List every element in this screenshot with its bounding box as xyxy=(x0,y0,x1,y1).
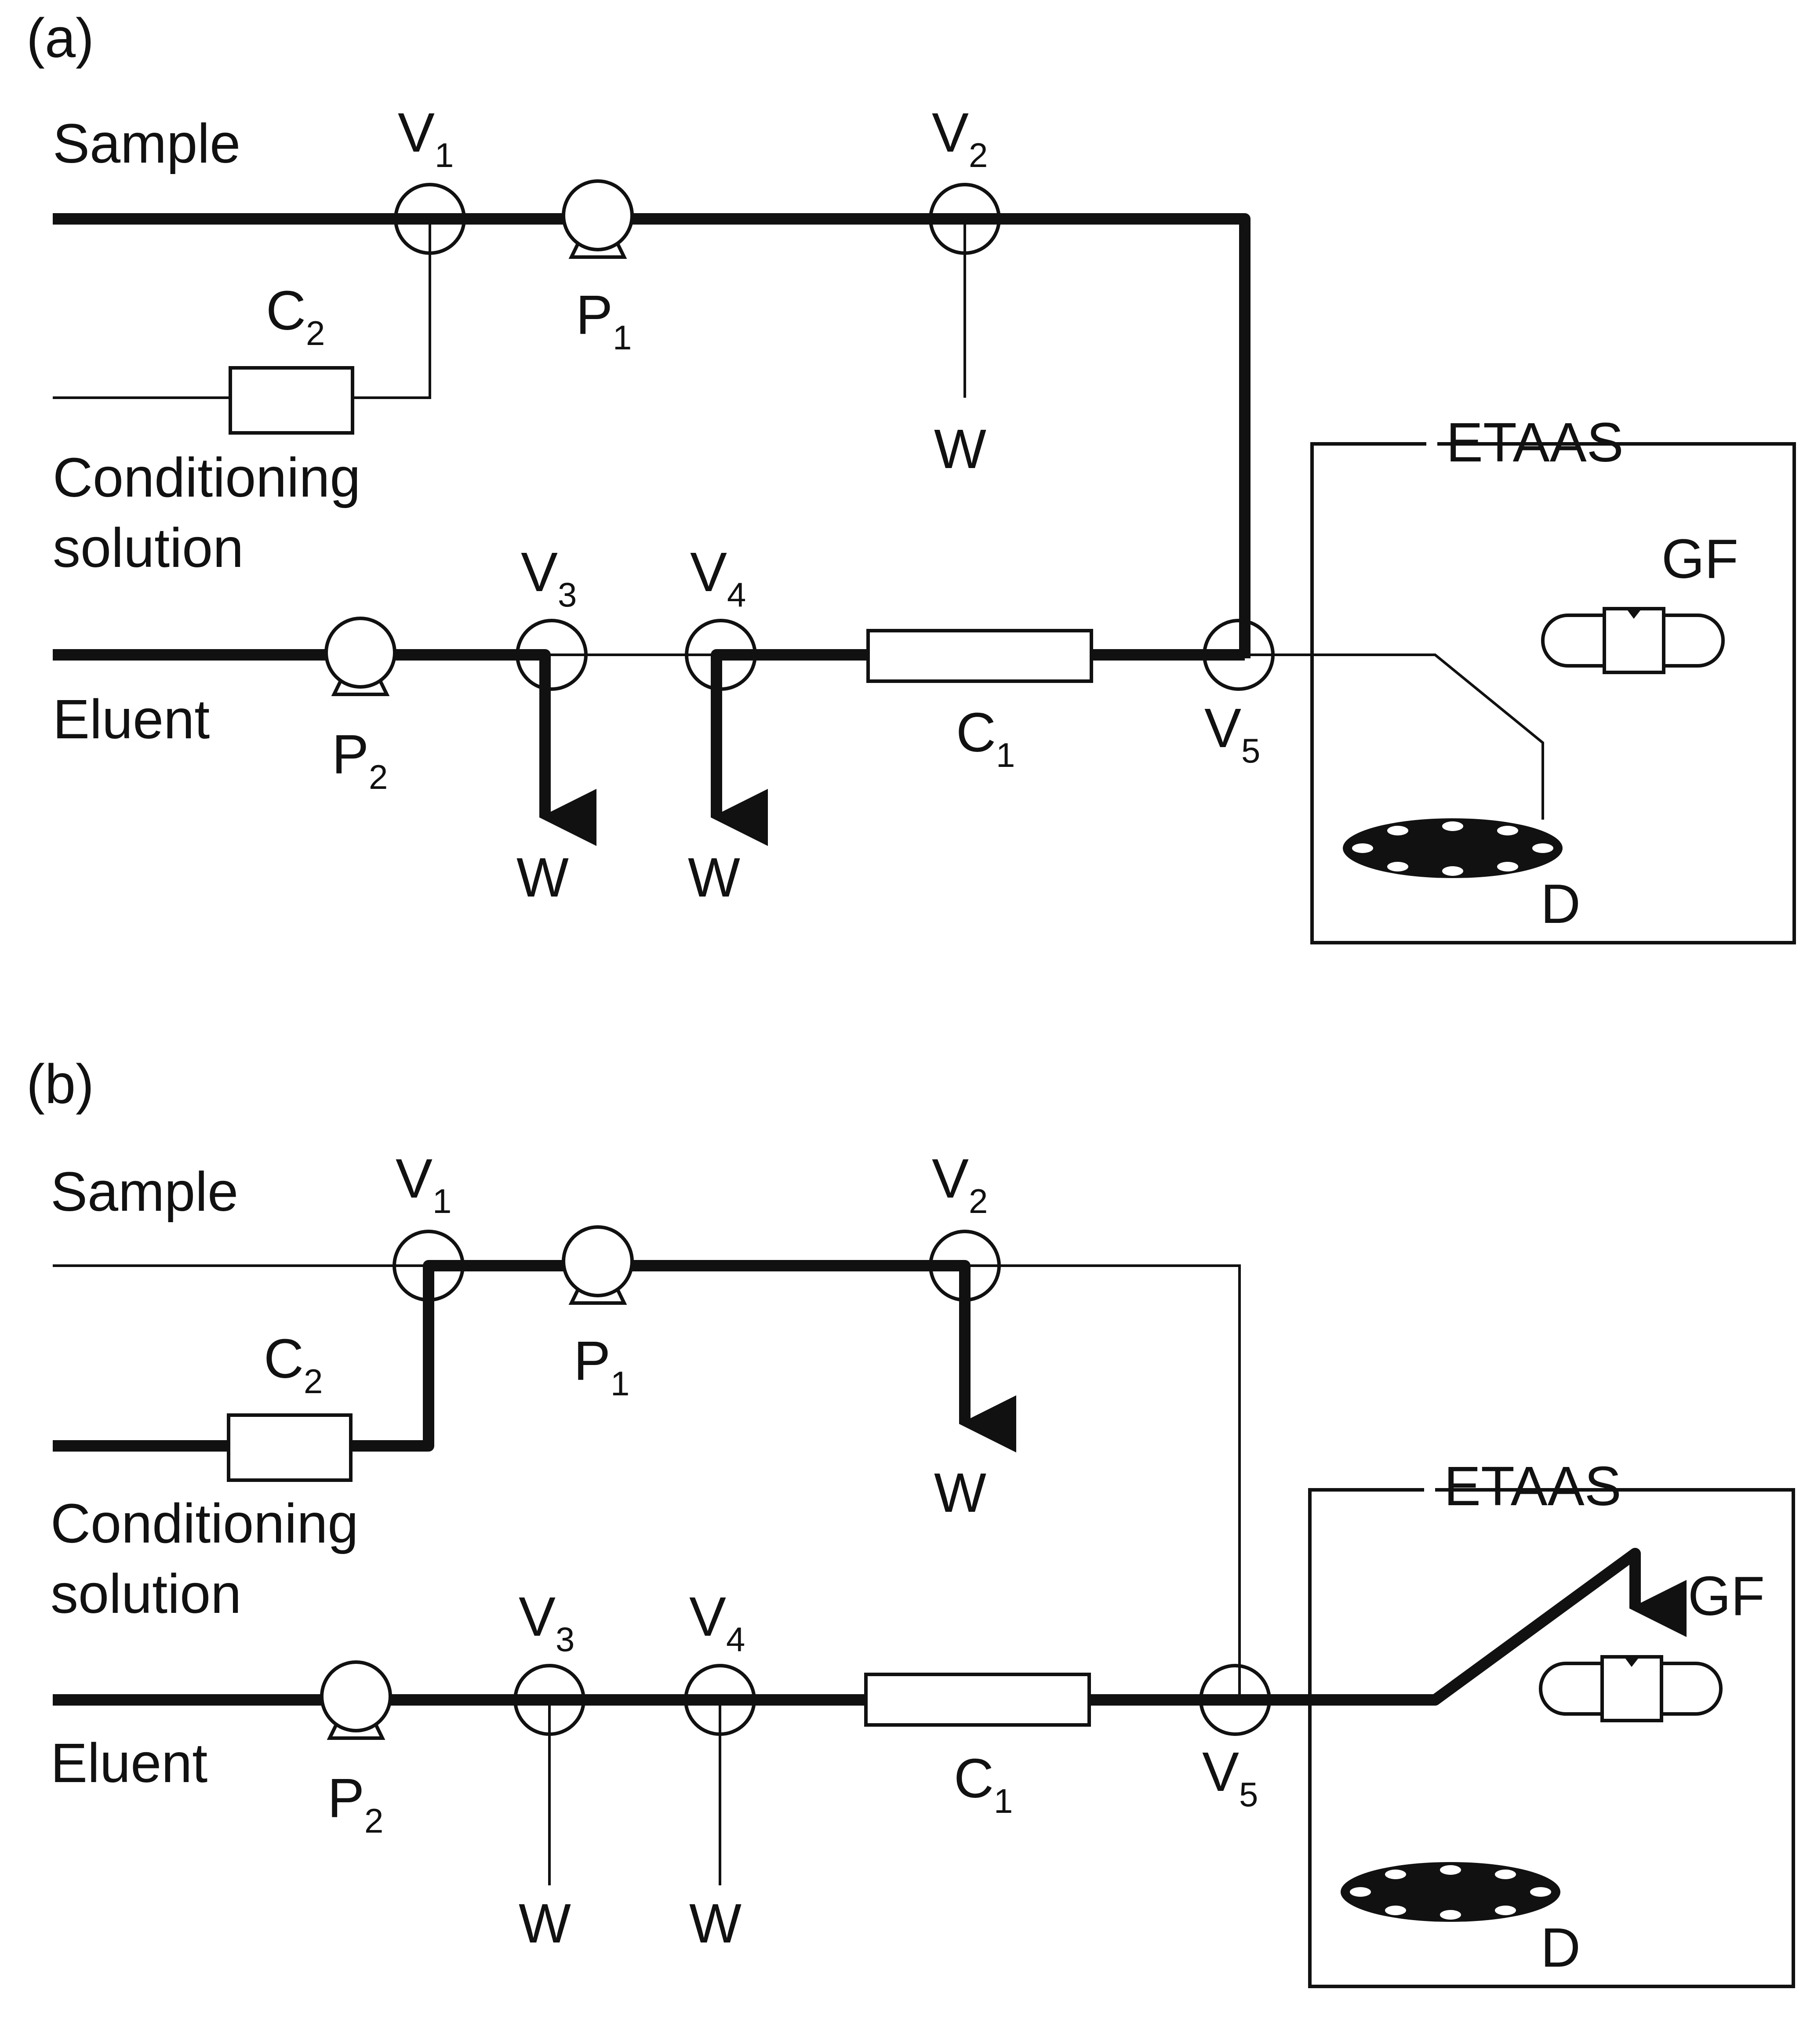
panel-a-v5-label: V5 xyxy=(1204,697,1260,770)
panel-b-v4-waste-label: W xyxy=(689,1892,742,1954)
panel-b-eluent-label: Eluent xyxy=(51,1732,207,1794)
panel-a-pump-p1 xyxy=(562,179,634,259)
panel-b-v5-label: V5 xyxy=(1202,1741,1258,1814)
panel-b-p1-label: P1 xyxy=(574,1330,629,1403)
panel-b-furnace-window xyxy=(1600,1655,1663,1722)
panel-b-conditioning-label-line1: Conditioning xyxy=(51,1492,359,1554)
panel-b: (b) xyxy=(26,1053,1795,1988)
panel-a-v4-waste-label: W xyxy=(688,846,740,908)
panel-a-v3-label: V3 xyxy=(521,541,577,614)
panel-b-valve-v5 xyxy=(1199,1664,1271,1736)
panel-a-v1-label: V1 xyxy=(398,102,454,174)
panel-a-autosampler-line xyxy=(1245,653,1544,820)
panel-b-eluent-to-furnace xyxy=(53,1548,1687,1706)
panel-b-valve-v1 xyxy=(393,1230,465,1302)
panel-a-column-c2 xyxy=(229,366,354,435)
panel-a-graphite-furnace xyxy=(1541,607,1725,674)
panel-a-sample-label: Sample xyxy=(53,113,240,174)
panel-b-pump-p1 xyxy=(562,1225,634,1305)
panel-b-d-label: D xyxy=(1541,1917,1581,1979)
panel-a-pump-p2 xyxy=(324,617,396,696)
panel-b-v1-label: V1 xyxy=(396,1147,451,1220)
panel-a-v4-label: V4 xyxy=(690,541,746,614)
panel-b-column-c1 xyxy=(864,1673,1091,1727)
panel-a-v2-label: V2 xyxy=(932,102,988,174)
panel-a-etaas-label: ETAAS xyxy=(1446,411,1624,473)
panel-b-autosampler-disc xyxy=(1341,1862,1560,1922)
panel-a-eluent-label: Eluent xyxy=(53,688,210,750)
panel-b-v4-label: V4 xyxy=(689,1586,745,1659)
panel-b-graphite-furnace xyxy=(1539,1655,1723,1722)
panel-b-valve-v4 xyxy=(684,1664,756,1736)
panel-b-sample-label: Sample xyxy=(51,1161,238,1223)
panel-a-column-c1 xyxy=(866,629,1093,683)
panel-a-furnace-port xyxy=(1626,609,1642,619)
panel-b-conditioning-to-waste xyxy=(53,1260,1016,1452)
panel-a-v2-waste-label: W xyxy=(934,418,986,480)
panel-a-c2-label: C2 xyxy=(266,280,325,352)
panel-b-furnace-port xyxy=(1624,1657,1640,1667)
panel-a-pump-p1-head xyxy=(562,179,634,251)
panel-b-pump-p2-head xyxy=(320,1660,392,1732)
panel-b-column-c2 xyxy=(227,1413,353,1482)
panel-a-valve-v5 xyxy=(1203,619,1275,691)
panel-a-tag: (a) xyxy=(26,7,94,69)
panel-b-v3-waste-label: W xyxy=(519,1892,571,1954)
panel-b-valve-v2 xyxy=(929,1230,1001,1302)
panel-a-valve-v3 xyxy=(516,619,588,691)
panel-a-gf-label: GF xyxy=(1661,528,1738,590)
panel-b-etaas-box xyxy=(1308,1488,1795,1988)
panel-a-conditioning-label-line1: Conditioning xyxy=(53,447,361,508)
panel-a-furnace-window xyxy=(1603,607,1665,674)
panel-a-c1-label: C1 xyxy=(956,701,1015,774)
panel-b-etaas-label: ETAAS xyxy=(1444,1455,1621,1517)
panel-a-valve-v1 xyxy=(394,183,466,255)
panel-a-d-label: D xyxy=(1541,873,1581,935)
panel-a-conditioning-line xyxy=(353,219,431,399)
panel-b-v3-label: V3 xyxy=(519,1586,574,1659)
panel-b-conditioning-label-line2: solution xyxy=(51,1563,241,1625)
panel-b-c2-label: C2 xyxy=(264,1328,323,1401)
panel-a-valve-v2 xyxy=(929,183,1001,255)
panel-b-tag: (b) xyxy=(26,1053,94,1115)
panel-b-v2-label: V2 xyxy=(932,1147,988,1220)
panel-a-autosampler-disc xyxy=(1343,818,1563,878)
panel-b-gf-label: GF xyxy=(1688,1565,1765,1627)
panel-a: (a) xyxy=(26,7,1796,944)
panel-b-v2-waste-label: W xyxy=(934,1462,986,1524)
panel-a-p1-label: P1 xyxy=(576,284,632,357)
panel-b-c1-label: C1 xyxy=(954,1747,1013,1820)
panel-a-valve-v4 xyxy=(685,619,757,691)
panel-b-p2-label: P2 xyxy=(327,1767,383,1840)
panel-a-v3-waste-label: W xyxy=(516,846,569,908)
panel-a-conditioning-label-line2: solution xyxy=(53,517,244,579)
panel-a-sample-line xyxy=(53,213,1251,658)
panel-b-pump-p2 xyxy=(320,1660,392,1740)
panel-a-etaas-box xyxy=(1310,442,1796,944)
panel-b-valve-v3 xyxy=(513,1664,585,1736)
panel-a-pump-p2-head xyxy=(324,617,396,689)
panel-a-p2-label: P2 xyxy=(332,723,388,796)
panel-b-pump-p1-head xyxy=(562,1225,634,1297)
